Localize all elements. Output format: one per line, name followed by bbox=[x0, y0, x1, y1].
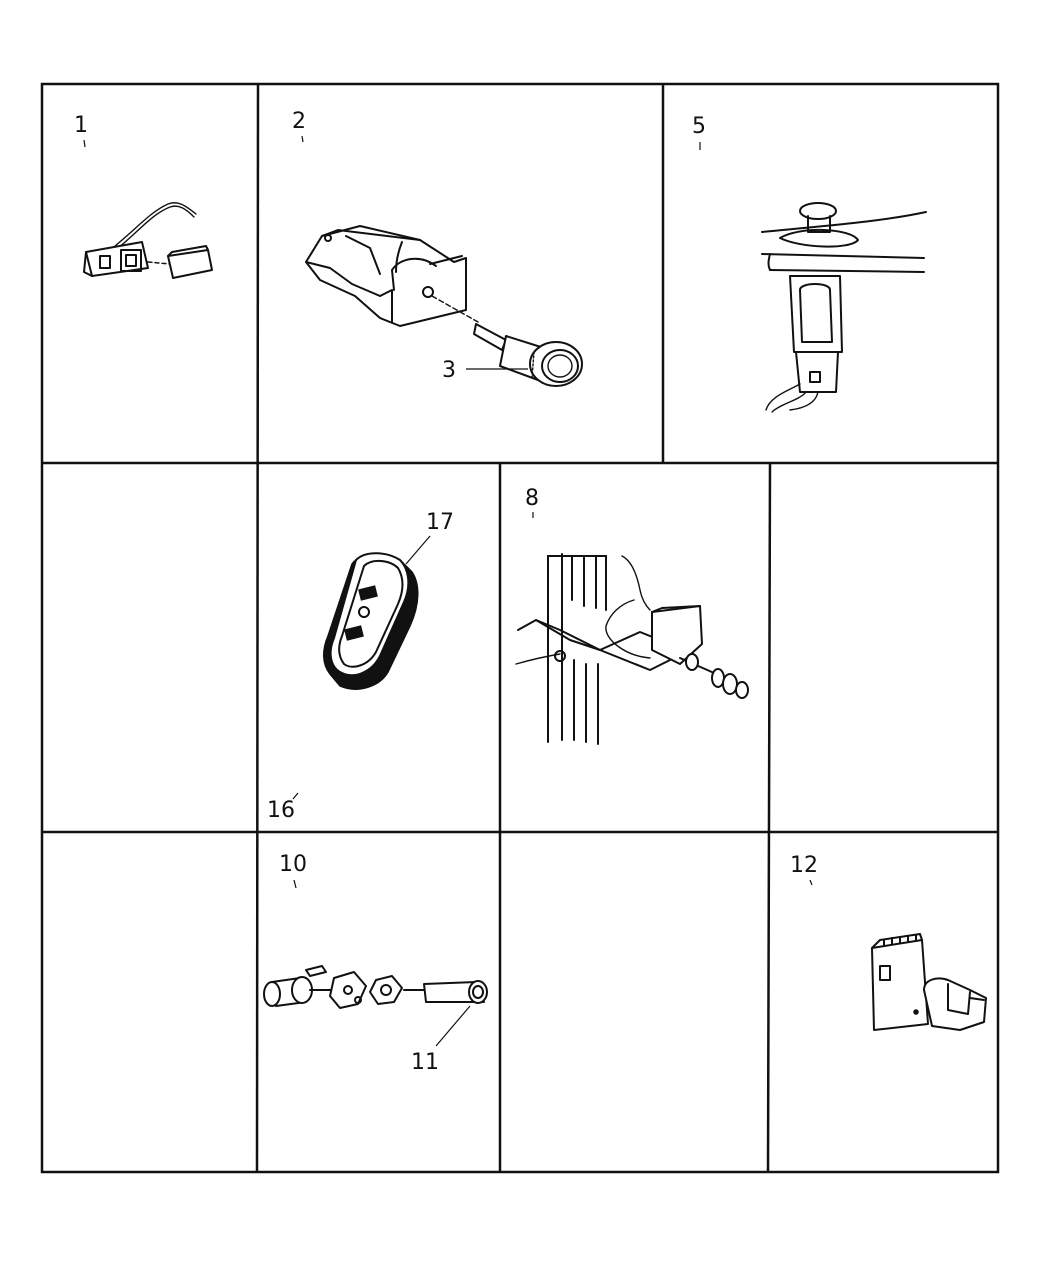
leader-11 bbox=[435, 1005, 471, 1047]
callout-17: 17 bbox=[426, 510, 454, 535]
callout-labels: 1 2 3 5 8 10 11 12 16 17 bbox=[74, 109, 818, 1075]
callout-1: 1 bbox=[74, 113, 88, 138]
col-divider-d bbox=[766, 462, 772, 1173]
part-3-lighter-element bbox=[473, 323, 583, 387]
leader-10 bbox=[293, 879, 297, 889]
part-10-socket-assembly bbox=[263, 965, 488, 1009]
callout-2: 2 bbox=[292, 109, 306, 134]
part-1-switch bbox=[83, 202, 213, 279]
callout-3: 3 bbox=[442, 358, 456, 383]
part-17-switch-pad bbox=[323, 552, 419, 690]
leader-1 bbox=[83, 139, 86, 148]
part-5-lamp-socket bbox=[761, 202, 927, 413]
col-divider-a bbox=[255, 83, 260, 1173]
leader-16 bbox=[292, 792, 299, 800]
callout-16: 16 bbox=[267, 798, 295, 823]
callout-10: 10 bbox=[279, 852, 307, 877]
part-2-lighter-housing bbox=[305, 225, 479, 327]
callout-8: 8 bbox=[525, 486, 539, 511]
panel-grid bbox=[40, 82, 1000, 1174]
callout-12: 12 bbox=[790, 853, 818, 878]
leader-17 bbox=[405, 535, 431, 565]
part-8-bracket bbox=[515, 553, 749, 745]
leader-12 bbox=[809, 879, 813, 886]
outer-frame bbox=[40, 82, 1000, 1174]
leader-lines bbox=[83, 135, 813, 1047]
callout-11: 11 bbox=[411, 1050, 439, 1075]
callout-5: 5 bbox=[692, 114, 706, 139]
part-12-module bbox=[871, 933, 987, 1031]
leader-2 bbox=[301, 135, 304, 143]
